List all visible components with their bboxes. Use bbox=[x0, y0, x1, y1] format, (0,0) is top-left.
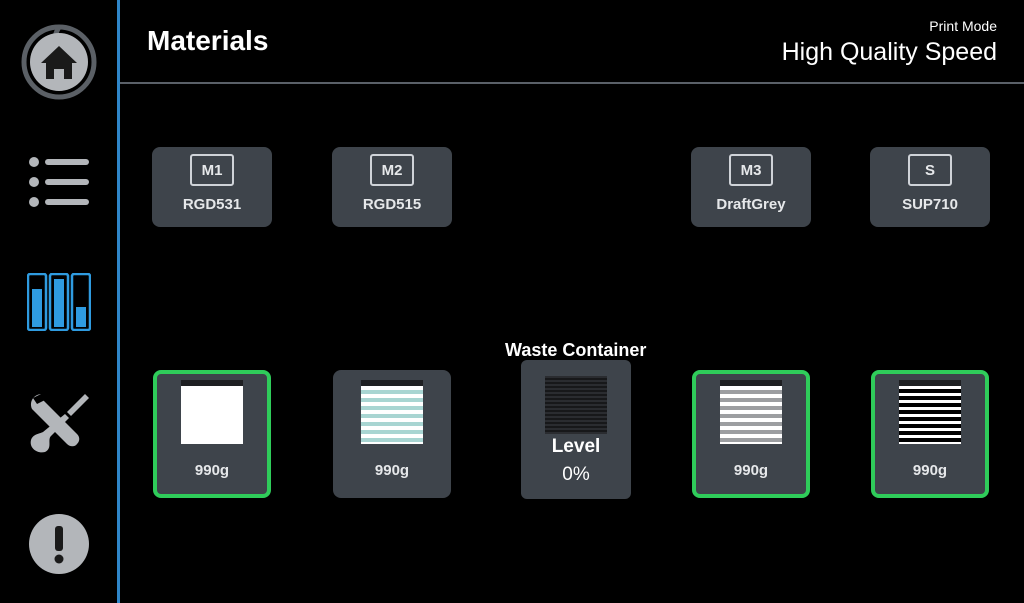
sidebar-divider bbox=[117, 0, 120, 603]
material-slot-badge: M1 bbox=[190, 154, 234, 186]
cartridge-weight: 990g bbox=[194, 462, 230, 479]
material-slot-badge: M2 bbox=[370, 154, 414, 186]
print-mode-value: High Quality Speed bbox=[781, 38, 997, 66]
sidebar-item-list[interactable] bbox=[0, 150, 117, 214]
print-mode-label: Print Mode bbox=[929, 18, 997, 34]
cartridge-card-m3[interactable]: 990g bbox=[692, 370, 810, 498]
waste-level-label: Level bbox=[551, 436, 601, 457]
list-icon bbox=[28, 157, 89, 207]
tools-icon bbox=[30, 394, 89, 453]
material-card-m1[interactable]: M1 RGD531 bbox=[152, 147, 272, 227]
material-slot-badge: S bbox=[908, 154, 952, 186]
cartridge-weight: 990g bbox=[733, 462, 769, 479]
material-name: DraftGrey bbox=[716, 196, 786, 213]
material-name: RGD515 bbox=[362, 196, 422, 213]
waste-container-icon bbox=[545, 376, 607, 434]
material-name: RGD531 bbox=[182, 196, 242, 213]
cartridge-card-s[interactable]: 990g bbox=[871, 370, 989, 498]
cartridge-cyan-striped-icon bbox=[361, 380, 423, 444]
sidebar-item-materials[interactable] bbox=[0, 270, 117, 334]
material-name: SUP710 bbox=[902, 196, 958, 213]
cartridge-weight: 990g bbox=[374, 462, 410, 479]
waste-container-title: Waste Container bbox=[505, 340, 647, 360]
page-title: Materials bbox=[147, 25, 269, 56]
sidebar-item-home[interactable] bbox=[0, 22, 117, 102]
waste-container-card[interactable]: Level 0% bbox=[521, 360, 631, 499]
header-divider bbox=[120, 82, 1024, 84]
sidebar-item-tools[interactable] bbox=[0, 388, 117, 456]
cartridge-card-m1[interactable]: 990g bbox=[153, 370, 271, 498]
waste-level-value: 0% bbox=[562, 464, 590, 485]
material-card-m3[interactable]: M3 DraftGrey bbox=[691, 147, 811, 227]
cartridge-white-icon bbox=[181, 380, 243, 444]
sidebar-item-alerts[interactable] bbox=[0, 512, 117, 576]
cartridge-black-striped-icon bbox=[899, 380, 961, 444]
material-slot-badge: M3 bbox=[729, 154, 773, 186]
material-card-s[interactable]: S SUP710 bbox=[870, 147, 990, 227]
alert-icon bbox=[28, 514, 89, 574]
materials-icon bbox=[26, 273, 91, 331]
cartridge-card-m2[interactable]: 990g bbox=[333, 370, 451, 498]
cartridge-weight: 990g bbox=[912, 462, 948, 479]
home-icon bbox=[21, 24, 96, 100]
material-card-m2[interactable]: M2 RGD515 bbox=[332, 147, 452, 227]
cartridge-grey-striped-icon bbox=[720, 380, 782, 444]
